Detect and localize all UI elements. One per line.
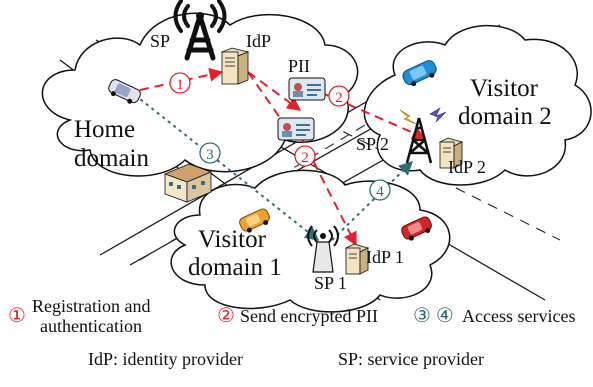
car-icon — [402, 60, 437, 87]
step-1-marker: 1 — [169, 72, 191, 94]
visitor-domain-1-cloud — [170, 169, 451, 313]
visitor-domain-1-label-line1: Visitor — [198, 226, 267, 253]
idp2-label: IdP 2 — [448, 157, 486, 177]
svg-text:1: 1 — [176, 77, 184, 93]
sp2-label: SP 2 — [356, 134, 389, 154]
car-icon — [401, 216, 432, 241]
idp-home-label: IdP — [246, 31, 271, 51]
visitor-domain-1-label-line2: domain 1 — [188, 254, 282, 281]
legend-step1-text-line1: Registration and — [32, 296, 150, 316]
server-icon — [220, 47, 250, 85]
legend-step1-symbol: ① — [8, 305, 26, 327]
building-icon — [163, 163, 213, 203]
flow-teal — [134, 94, 414, 241]
server-icon — [438, 137, 464, 169]
step-2-marker: 2 — [328, 85, 350, 107]
id-card-icon — [288, 77, 326, 101]
id-card-icon — [277, 117, 315, 141]
legend-sp-definition: SP: service provider — [338, 349, 484, 369]
legend: ① Registration and authentication ② Send… — [8, 296, 575, 369]
cell-tower-icon — [173, 0, 227, 61]
svg-text:3: 3 — [206, 147, 214, 163]
svg-text:2: 2 — [301, 150, 309, 166]
car-icon — [239, 208, 270, 233]
car-icon — [108, 79, 141, 104]
svg-text:2: 2 — [335, 90, 343, 106]
svg-text:4: 4 — [376, 184, 384, 200]
server-icon — [344, 243, 370, 275]
lightning-icon — [399, 107, 447, 125]
home-domain-label-line2: domain — [74, 145, 149, 172]
step-3-marker: 3 — [199, 142, 221, 164]
legend-idp-definition: IdP: identity provider — [88, 349, 243, 369]
legend-step34-symbols: ③ ④ — [413, 305, 454, 327]
visitor-domain-2-label-line2: domain 2 — [458, 103, 552, 130]
step-4-marker: 4 — [369, 179, 391, 201]
visitor-domain-2-label-line1: Visitor — [470, 75, 539, 102]
sp1-label: SP 1 — [314, 273, 347, 293]
sp-home-label: SP — [150, 31, 170, 51]
legend-step2-symbol: ② — [217, 305, 235, 327]
cell-tower-icon — [405, 117, 433, 164]
pii-label: PII — [288, 56, 310, 76]
step-2-marker: 2 — [294, 145, 316, 167]
antenna-icon — [307, 225, 339, 273]
legend-step34-text: Access services — [462, 306, 575, 326]
home-domain-label-line1: Home — [74, 116, 135, 143]
legend-step1-text-line2: authentication — [40, 316, 142, 336]
legend-step2-text: Send encrypted PII — [240, 306, 378, 326]
idp1-label: IdP 1 — [366, 247, 404, 267]
